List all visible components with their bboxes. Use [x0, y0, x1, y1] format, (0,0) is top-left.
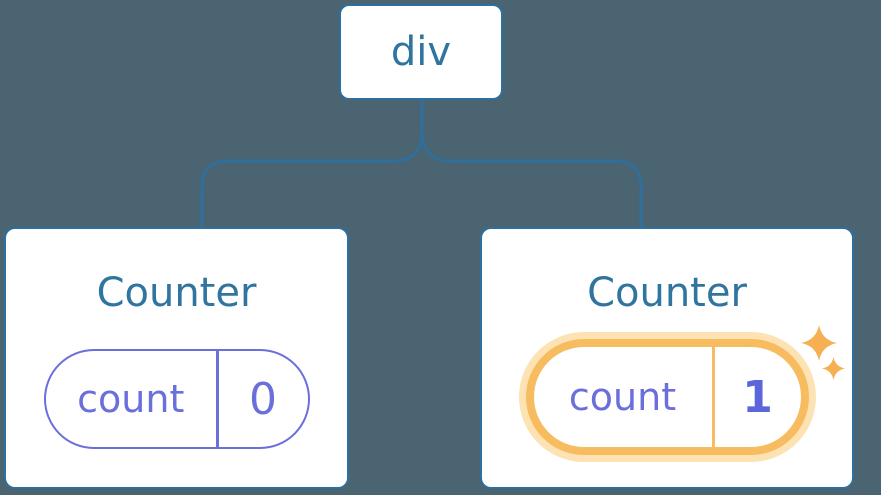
state-pill-highlight-glow: count 1	[518, 332, 816, 462]
sparkle-icon-large	[801, 325, 837, 361]
connector-left-branch	[200, 100, 424, 229]
pill-divider	[711, 347, 715, 447]
connector-right-branch	[420, 100, 643, 229]
root-node-div: div	[339, 4, 503, 100]
state-value: 0	[249, 373, 277, 425]
state-pill: count 0	[43, 349, 310, 449]
component-title: Counter	[96, 270, 257, 316]
counter-card-left: Counter count 0	[4, 227, 349, 489]
pill-divider	[216, 351, 219, 447]
state-key-label: count	[568, 375, 677, 419]
component-title: Counter	[587, 270, 747, 316]
root-node-label: div	[390, 29, 452, 75]
state-pill-highlight-ring: count 1	[525, 339, 809, 455]
counter-card-right: Counter count 1	[480, 227, 854, 489]
state-key-label: count	[77, 377, 185, 421]
state-value: 1	[742, 371, 773, 423]
state-pill: count 1	[533, 347, 801, 447]
sparkle-icon-small	[822, 357, 845, 380]
